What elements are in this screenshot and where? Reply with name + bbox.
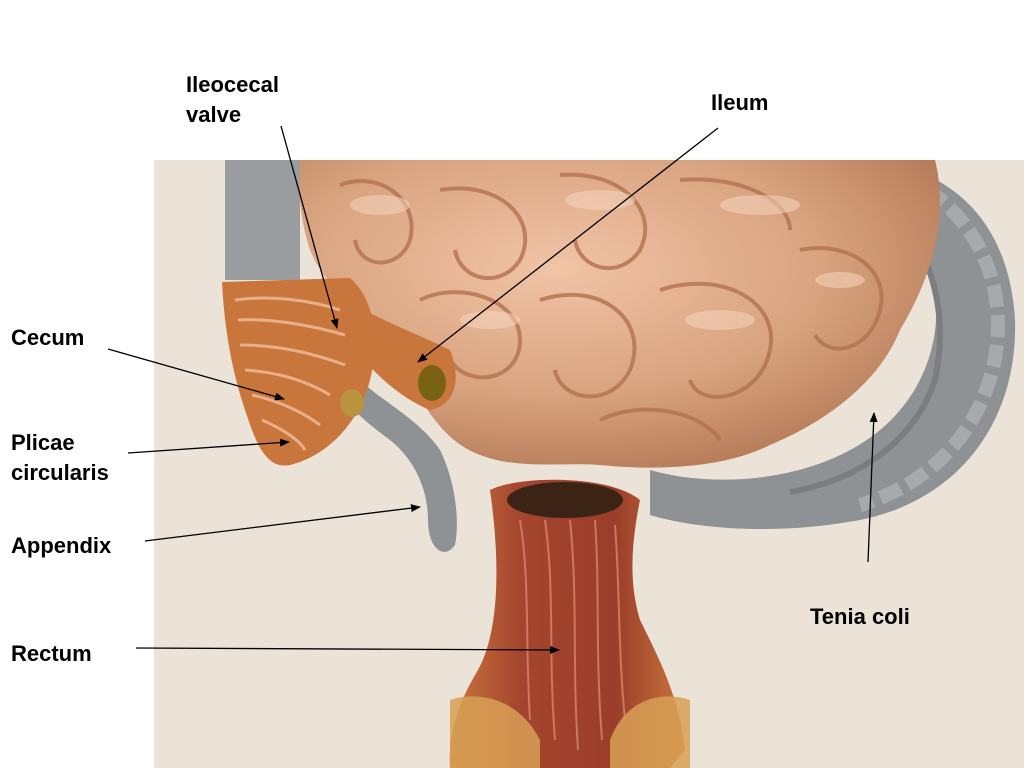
plicae-folds [234,296,346,451]
label-ileocecal-line2: valve [186,102,242,127]
colon-haustra [858,168,1006,512]
anal-canal-base-right [610,696,690,768]
label-plicae-line2: circularis [11,460,109,485]
intestine-highlights [350,190,865,330]
label-rectum: Rectum [11,641,92,666]
leader-ileum [417,127,719,363]
leader-plicae-circularis [127,438,290,454]
rectum-section [449,479,685,768]
intestine-loop-folds [339,172,884,442]
label-ileocecal-line1: Ileocecal [186,72,279,97]
leader-rectum [135,645,560,654]
leader-cecum [107,348,285,401]
leader-ileocecal-valve [280,125,339,329]
ileum-lumen [418,365,446,401]
rectum-lumen [507,482,623,518]
label-cecum: Cecum [11,325,85,350]
rectum-mucosa-folds [519,519,626,751]
label-plicae-line1: Plicae [11,430,75,455]
label-plicae-circularis: Plicae circularis [11,428,109,488]
label-ileocecal-valve: Ileocecal valve [186,70,279,130]
label-appendix: Appendix [11,533,112,558]
leader-tenia-coli [867,412,878,563]
label-tenia-coli: Tenia coli [810,604,910,629]
colon-right [650,160,1016,530]
ileocecal-valve-opening [340,389,364,417]
leader-lines [107,125,878,654]
leader-appendix [144,504,421,542]
appendix-shape [345,380,457,552]
anal-canal-base [450,696,540,768]
label-ileum: Ileum [711,90,769,115]
colon-left [225,160,300,280]
